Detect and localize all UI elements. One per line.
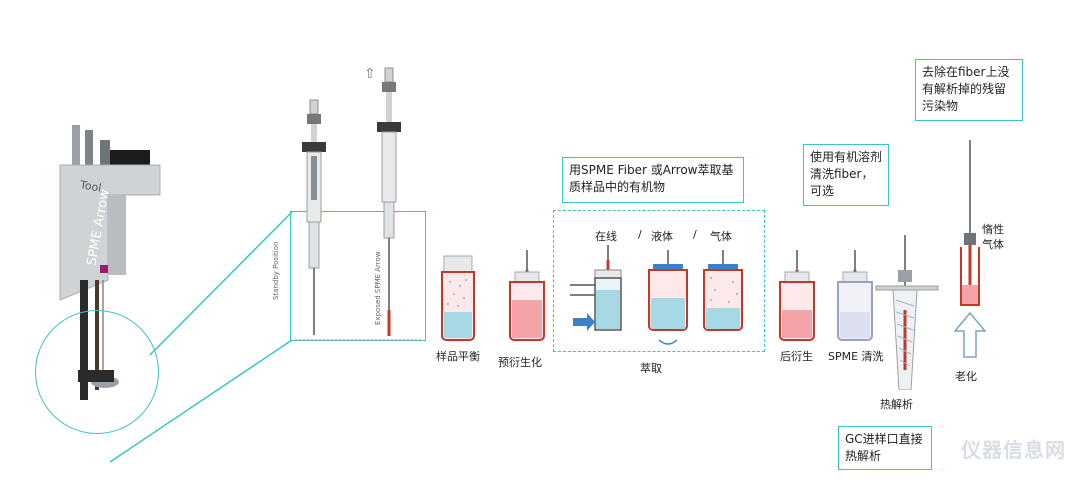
svg-text:⇧: ⇧ [364,66,376,82]
liquid-extraction [648,250,688,345]
gas-extraction [703,250,743,331]
exposed-arrow-label: Exposed SPME Arrow [374,251,382,325]
step-equilibrium: 样品平衡 [436,350,480,363]
remove-note-text: 去除在fiber上没有解析掉的残留污染物 [922,65,1010,113]
clean-vial [837,250,873,341]
gc-note-box: GC进样口直接热解析 [838,426,932,470]
spme-arrow-tool-illustration [59,125,293,463]
watermark-text: 仪器信息网 [961,438,1066,462]
mode-separator-1: / [638,228,642,241]
syringe-illustration: ⇧ [295,66,422,341]
zoom-circle [35,310,159,434]
syringe-detail-box [290,211,426,341]
step-post-derivatization: 后衍生 [780,350,813,363]
mode-gas: 气体 [710,230,732,243]
equilibrium-vial [441,255,475,341]
extraction-header-box: 用SPME Fiber 或Arrow萃取基质样品中的有机物 [562,157,744,203]
standby-position-label: Standby Position [272,241,280,300]
remove-note-box: 去除在fiber上没有解析掉的残留污染物 [915,59,1023,121]
step-pre-derivatization: 预衍生化 [498,356,542,369]
step-spme-clean: SPME 清洗 [828,350,884,363]
aging-tube [953,140,987,358]
gc-note-text: GC进样口直接热解析 [845,432,923,463]
mode-online: 在线 [595,230,617,243]
process-vials [441,235,939,390]
mode-separator-2: / [693,228,697,241]
inert-gas-label: 惰性 气体 [982,223,1004,251]
extraction-vials [570,245,743,345]
extraction-group [553,210,765,352]
online-extraction [570,245,622,331]
extraction-caption: 萃取 [640,362,662,375]
extraction-header-text: 用SPME Fiber 或Arrow萃取基质样品中的有机物 [569,163,734,194]
gc-inlet [875,235,939,390]
clean-note-box: 使用有机溶剂清洗fiber，可选 [803,144,889,206]
mode-liquid: 液体 [651,230,673,243]
post-derivatization-vial [779,250,815,341]
step-thermal-desorption: 热解析 [880,398,913,411]
pre-derivatization-vial [509,250,545,341]
clean-note-text: 使用有机溶剂清洗fiber，可选 [810,150,883,198]
step-aging: 老化 [955,370,977,383]
